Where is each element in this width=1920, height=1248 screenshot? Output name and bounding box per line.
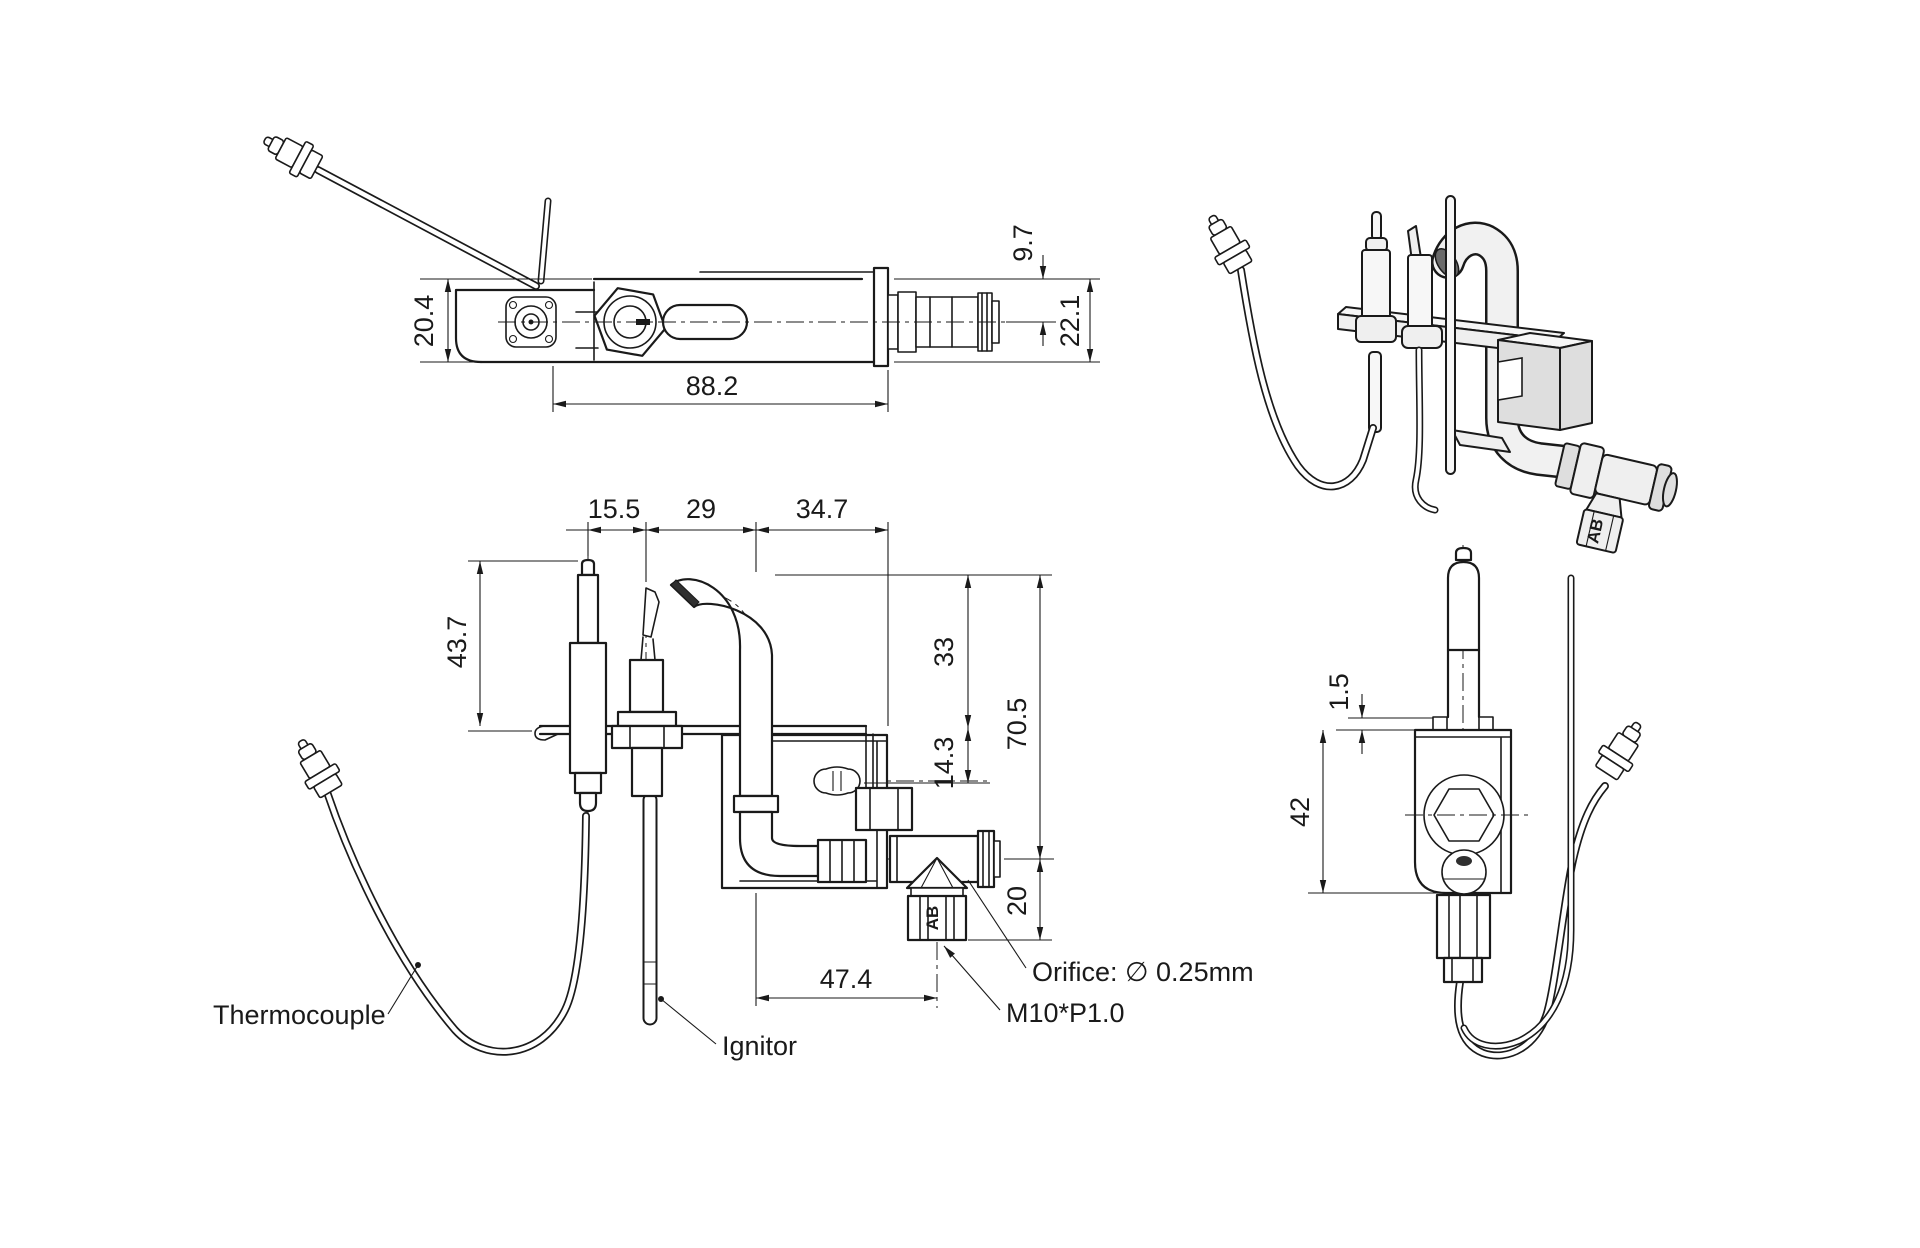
thermocouple-connector-side [255, 123, 327, 185]
valve-iso: AB [1554, 442, 1678, 554]
label-thread: M10*P1.0 [943, 945, 1125, 1028]
mounting-slot [813, 766, 861, 796]
dim-text: 88.2 [686, 371, 739, 401]
dim-right-stack: 33 14.3 70.5 20 [775, 574, 1052, 941]
thermocouple-probe-side [1432, 546, 1494, 731]
bracket-nut-front [854, 786, 914, 832]
thermocouple-connector-sideview [1590, 713, 1655, 784]
dim-body-height: 42 [1285, 730, 1440, 894]
thermocouple-connector-iso [1195, 206, 1258, 278]
thermocouple-connector-front [284, 730, 348, 802]
tube-mouth-front [670, 579, 700, 608]
label-text: Orifice: ∅ 0.25mm [1032, 957, 1254, 987]
label-text: M10*P1.0 [1006, 998, 1125, 1028]
dim-text: 22.1 [1055, 295, 1085, 348]
view-top-side: 20.4 88.2 9.7 22.1 [255, 123, 1100, 412]
dim-text: 34.7 [796, 494, 849, 524]
stamp-mark-side [1456, 856, 1472, 866]
view-side-right: 1.5 42 [1285, 545, 1655, 1060]
thermocouple-electrode-iso [1355, 211, 1397, 433]
label-text: Thermocouple [213, 1000, 386, 1030]
dim-text: 15.5 [588, 494, 641, 524]
dim-text: 9.7 [1008, 224, 1038, 262]
upright-wire-iso [1445, 195, 1456, 475]
view-isometric: AB [1195, 195, 1678, 554]
dim-text: 20 [1002, 886, 1032, 916]
pilot-body-side [454, 266, 1008, 368]
valve-stamp-front: AB [923, 906, 942, 931]
dim-length-88-2: 88.2 [552, 366, 889, 412]
view-front: AB 15.5 29 34.7 [213, 494, 1254, 1061]
valve-body-side [1405, 728, 1530, 984]
valve-inlet-nut [906, 894, 968, 942]
dim-tube-to-orifice: 47.4 [755, 893, 937, 1006]
label-ignitor: Ignitor [658, 996, 797, 1061]
ignitor-electrode-front [610, 587, 684, 798]
tube-foot-iso [1451, 429, 1511, 453]
dim-overall-22-1: 22.1 [894, 279, 1100, 363]
tube-sleeve [732, 794, 780, 814]
dim-axis-offset-9-7: 9.7 [894, 224, 1100, 346]
dim-flange-gap: 1.5 [1324, 673, 1433, 754]
dim-text: 70.5 [1002, 698, 1032, 751]
dim-chain-top: 15.5 29 34.7 [566, 494, 889, 726]
dim-text: 43.7 [442, 616, 472, 669]
label-text: Ignitor [722, 1031, 797, 1061]
label-orifice: Orifice: ∅ 0.25mm [967, 879, 1254, 987]
dim-text: 14.3 [929, 737, 959, 790]
dim-text: 1.5 [1324, 673, 1354, 711]
label-thermocouple: Thermocouple [213, 962, 421, 1030]
thermocouple-probe-front [568, 558, 608, 813]
ignitor-electrode-iso [1401, 225, 1443, 514]
dim-electrode-height: 43.7 [442, 560, 578, 732]
dim-text: 33 [929, 637, 959, 667]
dim-text: 20.4 [409, 295, 439, 348]
dim-text: 42 [1285, 797, 1315, 827]
dim-text: 47.4 [820, 964, 873, 994]
dim-height-20-4: 20.4 [409, 278, 592, 363]
dim-text: 29 [686, 494, 716, 524]
